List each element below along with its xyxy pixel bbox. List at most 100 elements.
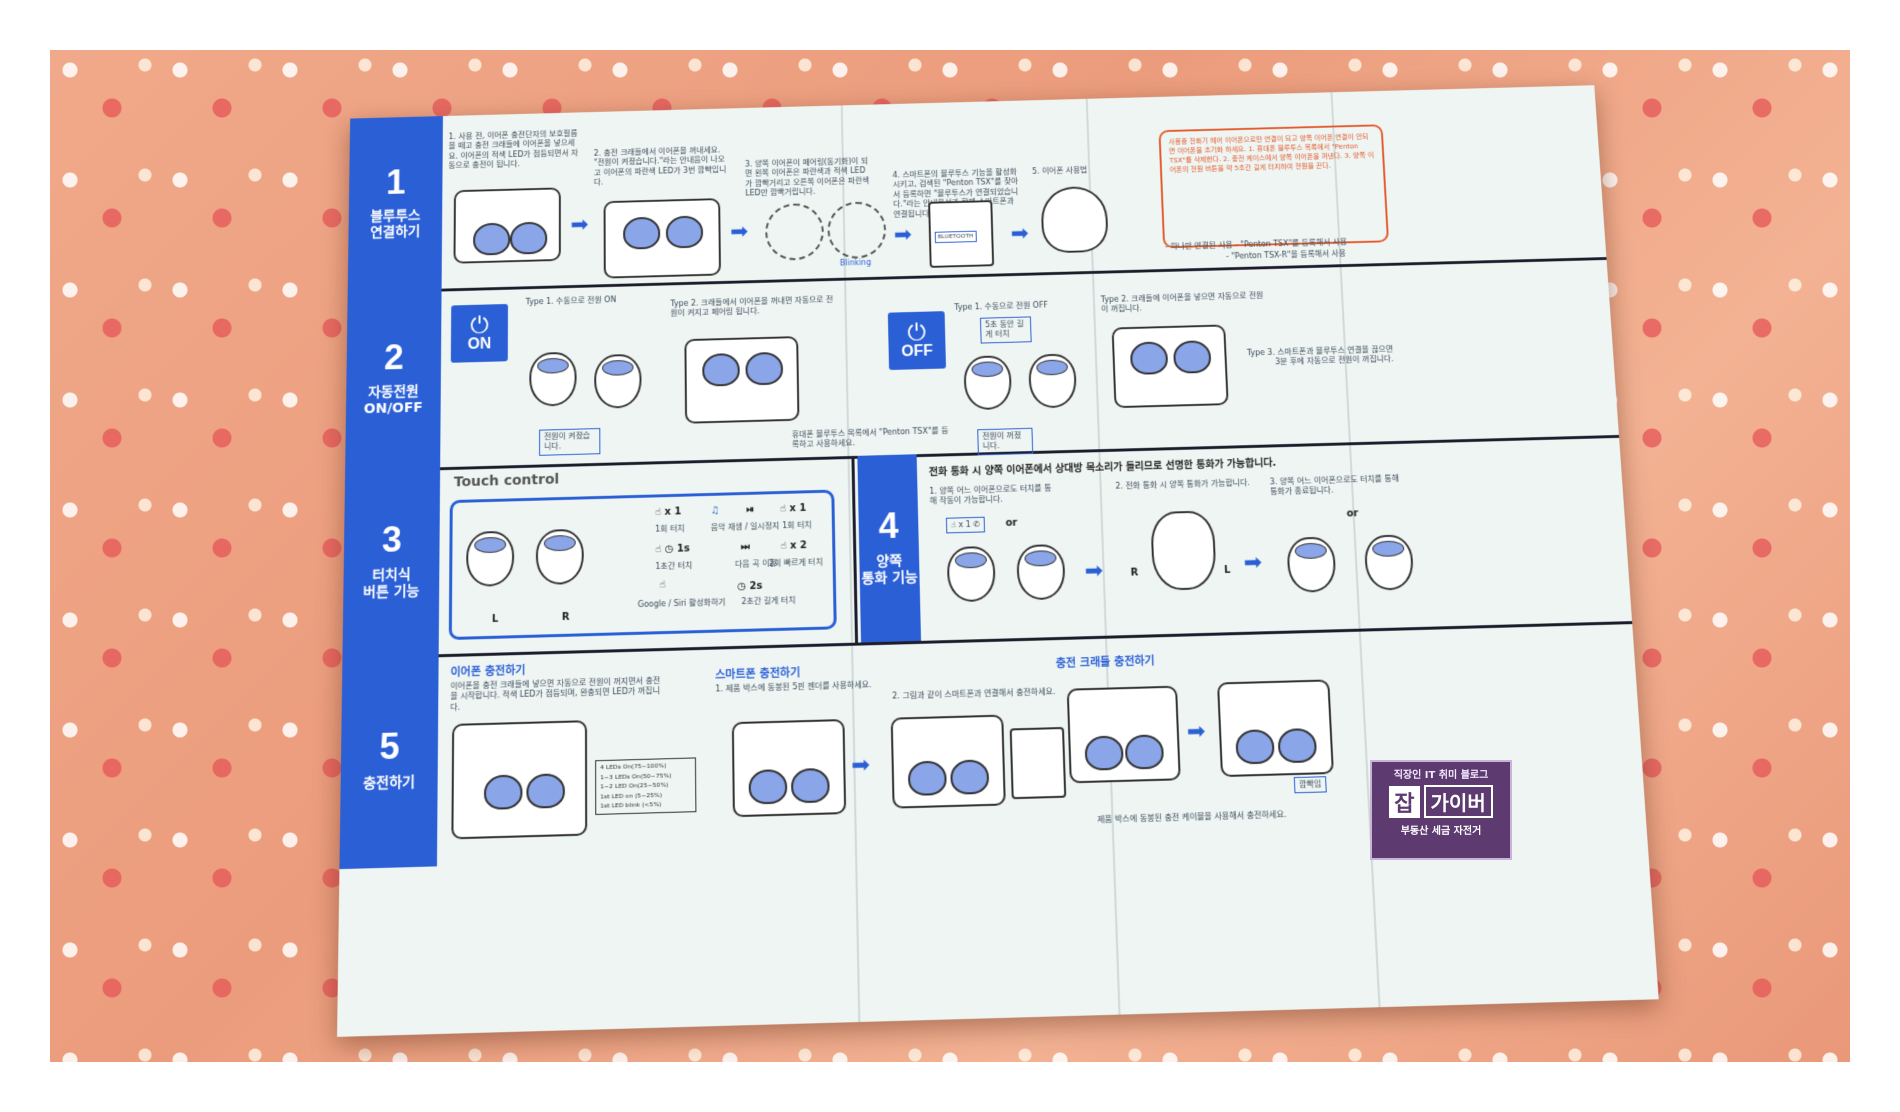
case-open-illustration <box>731 719 847 818</box>
case-open-illustration <box>890 714 1006 809</box>
hand-tap-icon: ☝ x 1 <box>779 503 807 515</box>
step-text: 5. 이어폰 사용법 <box>1031 165 1088 176</box>
section-tab: 3 터치식 버튼 기능 <box>342 467 441 657</box>
earbud-left-illustration <box>963 355 1013 411</box>
section-tab: 2 자동전원 ON/OFF <box>345 288 442 470</box>
step-text: 3. 양쪽 이어폰이 페어링(동기화)이 되면 왼쪽 이어폰은 파란색과 적색 … <box>744 156 870 198</box>
blinking-label: Blinking <box>839 258 872 268</box>
action-label: 1회 터치 <box>655 523 685 534</box>
timer-icon: ◷ 2s <box>737 580 763 593</box>
next-track-icon: ⏭ <box>740 541 750 553</box>
earbud-right-illustration <box>1363 534 1415 591</box>
charging-title: 이어폰 충전하기 <box>450 663 526 679</box>
section-number: 4 <box>878 504 899 546</box>
earbud-left-illustration <box>529 351 577 407</box>
section-tab: 1 블루투스 연결하기 <box>347 116 443 292</box>
section-number: 2 <box>383 336 404 377</box>
note-text: 제품 박스에 동봉된 충전 케이블을 사용해서 충전하세요. <box>1097 809 1287 825</box>
type-text: Type 3. 스마트폰과 블루투스 연결을 끊으면 3분 후에 자동으로 전원… <box>1246 344 1394 367</box>
earbud-ring-right <box>827 201 887 260</box>
case-open-illustration <box>684 336 800 424</box>
earbud-right-illustration <box>1016 543 1066 601</box>
hand-double-tap-icon: ☝ x 2 <box>780 540 807 552</box>
music-note-icon: ♫ <box>710 505 720 517</box>
case-open-illustration <box>1111 324 1229 409</box>
action-label: 1초간 터치 <box>655 561 693 571</box>
charging-desc: 이어폰을 충전 크래들에 넣으면 자동으로 전원이 꺼지면서 충전을 시작합니다… <box>450 676 661 712</box>
type-text: Type 1. 수동으로 전원 ON <box>525 295 617 307</box>
or-label: or <box>1346 508 1359 520</box>
step-text: 1. 양쪽 어느 이어폰으로도 터치를 통해 작동이 가능합니다. <box>929 483 1052 506</box>
arrow-right-icon: ➡ <box>730 219 749 244</box>
head-illustration <box>1040 185 1109 254</box>
section-tab: 4 양쪽 통화 기능 <box>857 454 922 643</box>
action-label: 1회 터치 <box>782 520 812 531</box>
charging-case-illustration <box>453 187 561 264</box>
blink-label: 깜빡임 <box>1293 776 1327 794</box>
action-label: 2회 빠르게 터치 <box>768 557 824 568</box>
phone-illustration <box>1009 726 1067 800</box>
case-open-illustration <box>451 720 588 840</box>
charging-title: 스마트폰 충전하기 <box>715 666 801 682</box>
power-icon: ⏻ <box>907 318 927 346</box>
hand-hold-icon: ☝ ◷ 1s <box>655 543 690 556</box>
callout-text: 전원이 켜졌습니다. <box>539 428 601 456</box>
hand-hold-icon: ☝ <box>659 579 666 591</box>
step-text: 1. 사용 전, 이어폰 충전단자의 보호필름을 떼고 충전 크래들에 이어폰을… <box>448 129 579 171</box>
section-number: 5 <box>379 725 400 768</box>
hand-tap-icon: ☝ x 1 <box>655 506 682 518</box>
section-number: 3 <box>381 518 403 560</box>
action-label: 2초간 길게 터치 <box>741 595 796 607</box>
or-label: or <box>1005 517 1018 529</box>
manual-sheet: 1 블루투스 연결하기 1. 사용 전, 이어폰 충전단자의 보호필름을 떼고 … <box>337 85 1659 1037</box>
step-text: 2. 전화 통화 시 양쪽 통화가 가능합니다. <box>1115 478 1251 491</box>
bluetooth-toggle: BLUETOOTH <box>934 230 977 243</box>
led-status-table: 4 LEDs On(75~100%) 1~3 LEDs On(50~75%) 1… <box>595 757 697 815</box>
earbud-left-illustration <box>466 530 515 588</box>
arrow-right-icon: ➡ <box>1186 718 1206 745</box>
earbud-ring-left <box>764 202 825 261</box>
note-text: - "Penton TSX-R"을 등록해서 사용 <box>1225 249 1347 261</box>
section-tab: 5 충전하기 <box>339 654 439 870</box>
phone-illustration: BLUETOOTH <box>928 200 995 268</box>
arrow-right-icon: ➡ <box>570 212 589 237</box>
arrow-right-icon: ➡ <box>1010 221 1030 246</box>
earbud-right-illustration <box>1028 353 1078 409</box>
step-text: 2. 그림과 같이 스마트폰과 연결해서 충전하세요. <box>892 687 1056 701</box>
case-open-illustration <box>603 198 721 279</box>
arrow-right-icon: ➡ <box>1243 550 1263 576</box>
action-label: Google / Siri 활성화하기 <box>637 597 726 610</box>
touch-control-title: Touch control <box>453 471 560 491</box>
arrow-right-icon: ➡ <box>851 752 871 779</box>
reset-instructions-box: 사용중 전화기 헤어 이어폰으로만 연결이 되고 양쪽 이어폰 연결이 안되면 … <box>1158 124 1390 249</box>
face-illustration <box>1150 510 1217 591</box>
earbud-left-illustration <box>1286 536 1337 593</box>
power-off-badge: ⏻ OFF <box>887 311 947 371</box>
action-label: 음악 재생 / 일시정지 <box>710 521 780 533</box>
charging-title: 충전 크래들 충전하기 <box>1055 654 1155 671</box>
callout-text: 5초 동안 길게 터치 <box>979 316 1032 344</box>
left-label: L <box>1223 564 1231 576</box>
section-label: 블루투스 연결하기 <box>370 207 421 241</box>
step-text: 3. 양쪽 어느 이어폰으로도 터치를 통해 통화가 종료됩니다. <box>1269 474 1400 497</box>
play-pause-icon: ⏯ <box>746 504 755 516</box>
section-number: 1 <box>385 162 406 202</box>
left-label: L <box>491 613 499 625</box>
call-title: 전화 통화 시 양쪽 이어폰에서 상대방 목소리가 들리므로 선명한 통화가 가… <box>928 457 1277 479</box>
case-open-illustration <box>1216 679 1334 778</box>
type-text: Type 1. 수동으로 전원 OFF <box>954 300 1049 312</box>
power-on-badge: ⏻ ON <box>450 303 508 363</box>
right-label: R <box>1130 567 1139 579</box>
note-text: 휴대폰 블루투스 목록에서 "Penton TSX"를 등록하고 사용하세요. <box>791 426 949 450</box>
section-label: 양쪽 통화 기능 <box>861 552 918 587</box>
section-label: 충전하기 <box>363 774 416 793</box>
arrow-right-icon: ➡ <box>1084 558 1104 584</box>
arrow-right-icon: ➡ <box>893 223 913 248</box>
power-icon: ⏻ <box>470 311 489 339</box>
type-text: Type 2. 크래들에 이어폰을 넣으면 자동으로 전원이 꺼집니다. <box>1100 291 1264 314</box>
photo-background: 1 블루투스 연결하기 1. 사용 전, 이어폰 충전단자의 보호필름을 떼고 … <box>50 50 1850 1062</box>
type-text: Type 2. 크래들에서 이어폰을 꺼내면 자동으로 전원이 켜지고 페어링 … <box>670 295 834 318</box>
tap-callout: ☝ x 1 ✆ <box>945 516 986 534</box>
touch-control-panel: L R ☝ x 1 1회 터치 ♫ ⏯ 음악 재생 / 일시정지 ☝ x 1 1… <box>448 489 837 641</box>
step-text: 2. 충전 크래들에서 이어폰을 꺼내세요. "전원이 켜졌습니다."라는 안내… <box>593 145 727 187</box>
